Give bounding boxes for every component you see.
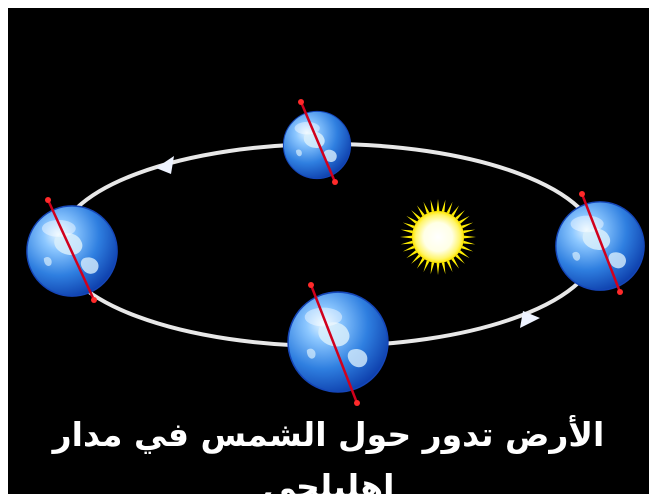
sun-ray (423, 260, 429, 272)
earth-globe-icon (283, 99, 350, 185)
earth-globe-icon (288, 282, 388, 406)
sun-ray (437, 199, 440, 211)
sun-ray (431, 200, 435, 212)
sun-ray (463, 230, 475, 234)
sun-ray (442, 200, 446, 212)
sun-ray (447, 202, 453, 214)
sun-icon (400, 199, 476, 275)
sun-ray (437, 263, 440, 275)
sun-ray (406, 216, 417, 224)
sun-ray (431, 262, 435, 274)
sun-ray (459, 250, 470, 258)
sun-ray (451, 205, 459, 216)
sun-ray (451, 258, 459, 269)
sun-ray (403, 222, 415, 228)
earth-globe-icon (27, 197, 117, 303)
diagram-canvas: الأرض تدور حول الشمس في مدار اهليلجي (8, 8, 649, 494)
sun-ray (417, 205, 425, 216)
sun-ray (423, 202, 429, 214)
sun-ray (455, 210, 465, 220)
sun-ray (400, 236, 412, 239)
sun-ray (401, 241, 413, 245)
sun-ray (447, 260, 453, 272)
sun-ray (411, 210, 421, 220)
sun-ray (403, 246, 415, 252)
sun-ray (464, 236, 476, 239)
sun-ray (401, 230, 413, 234)
sun-ray (442, 262, 446, 274)
sun-ray (417, 258, 425, 269)
sun-ray (461, 246, 473, 252)
earth-globe-icon (556, 191, 644, 295)
sun-ray (459, 216, 470, 224)
sun-ray (411, 254, 421, 264)
sun-ray (463, 241, 475, 245)
sun-ray (461, 222, 473, 228)
sun-ray (406, 250, 417, 258)
caption-text: الأرض تدور حول الشمس في مدار اهليلجي (8, 409, 649, 461)
sun-ray (455, 254, 465, 264)
